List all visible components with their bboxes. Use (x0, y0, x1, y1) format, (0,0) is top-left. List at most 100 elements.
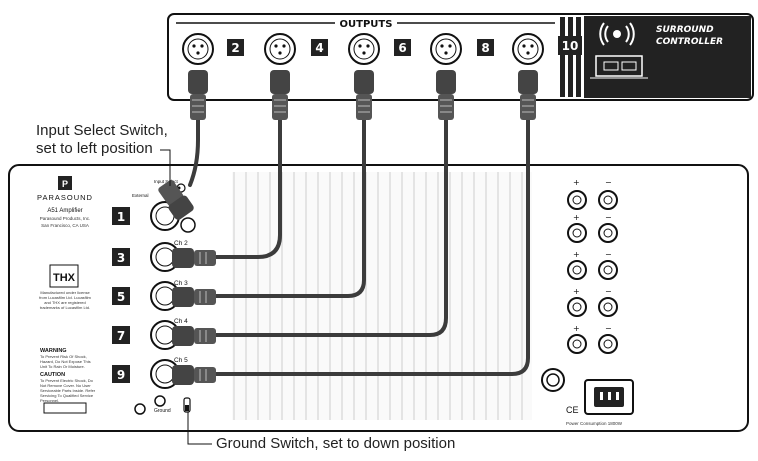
channel-badge: 3 (112, 248, 130, 266)
maker-line2: San Francisco, CA USA (41, 223, 89, 228)
ground-switch-callout: Ground Switch, set to down position (216, 435, 456, 452)
cable-7 (210, 118, 448, 337)
binding-post-pair (567, 223, 618, 243)
output-badge: 6 (394, 39, 411, 56)
amplifier: P PARASOUND A51 Amplifier Parasound Prod… (8, 164, 749, 432)
channel-badge: 1 (112, 207, 130, 225)
svg-text:External: External (132, 193, 149, 198)
input-select-callout-line2: set to left position (36, 140, 153, 157)
svg-text:+: + (573, 324, 580, 333)
channel-badge: 5 (112, 287, 130, 305)
svg-text:+: + (573, 178, 580, 187)
thx-caption: Manufactured under license from Lucasfil… (39, 290, 91, 310)
output-badge: 10 (558, 36, 582, 55)
xlr-plug (518, 70, 538, 120)
binding-post-pair (567, 297, 618, 317)
svg-text:9: 9 (117, 368, 125, 382)
input-jack (150, 281, 180, 311)
maker-line1: Parasound Products, Inc. (40, 216, 91, 221)
outputs-label: OUTPUTS (340, 19, 393, 30)
input-select-leader (160, 149, 171, 186)
binding-post-pair (567, 260, 618, 280)
channel-label: Ch 3 (174, 280, 188, 287)
svg-text:−: − (605, 178, 612, 187)
svg-text:10: 10 (562, 39, 579, 53)
warning-title: WARNING (40, 348, 67, 354)
svg-text:8: 8 (481, 41, 489, 55)
xlr-plug (354, 70, 374, 120)
svg-text:+: + (573, 250, 580, 259)
xlr-plug (158, 179, 194, 220)
model: A51 Amplifier (47, 208, 82, 214)
xlr-plug (172, 365, 216, 385)
serial-label (43, 402, 87, 414)
output-jack (264, 33, 296, 65)
warning-text: To Prevent Risk Of Shock, Hazard, Do Not… (40, 354, 91, 369)
caution-text: To Prevent Electric Shock, Do Not Remove… (40, 378, 96, 402)
xlr-plug (172, 326, 216, 346)
brand-line2: CONTROLLER (656, 37, 723, 47)
output-jack (182, 33, 214, 65)
ground-label: Ground (154, 408, 171, 414)
xlr-plug (270, 70, 290, 120)
brand-line1: SURROUND (656, 25, 714, 35)
xlr-plug (172, 287, 216, 307)
output-jack (348, 33, 380, 65)
controller-stripes (560, 17, 581, 97)
cable-3 (210, 118, 282, 259)
svg-text:−: − (605, 213, 612, 222)
channel-label: Ch 2 (174, 240, 188, 247)
svg-text:5: 5 (117, 290, 125, 304)
channel-label: Ch 5 (174, 357, 188, 364)
controller-brand-panel (584, 16, 751, 98)
ground-switch[interactable] (183, 397, 191, 413)
channel-badge: 9 (112, 365, 130, 383)
cable-1 (188, 118, 200, 187)
ce-mark: CE (566, 405, 579, 415)
svg-text:−: − (605, 250, 612, 259)
power-consumption: Power Consumption 1800W (566, 421, 623, 426)
channel-badge: 7 (112, 326, 130, 344)
ac-power-inlet (584, 379, 634, 415)
callout-leaders (160, 149, 212, 445)
cable-9 (210, 118, 530, 376)
trigger-jacks (134, 395, 166, 415)
xlr-cables (188, 118, 530, 376)
svg-text:Input Select: Input Select (154, 179, 179, 184)
svg-text:2: 2 (231, 41, 239, 55)
surround-logo-icon (599, 22, 635, 46)
xlr-plug (172, 248, 216, 268)
input-select-callout-line1: Input Select Switch, (36, 122, 168, 139)
surround-controller: OUTPUTS SURROUND CONTROLLER (167, 13, 754, 101)
svg-text:−: − (605, 287, 612, 296)
output-jack (430, 33, 462, 65)
svg-text:1: 1 (117, 210, 125, 224)
thx-logo-icon (49, 264, 79, 288)
output-jack (512, 33, 544, 65)
channel-label: Ch 4 (174, 318, 188, 325)
xlr-plug (188, 70, 208, 120)
output-badge: 2 (227, 39, 244, 56)
svg-text:P: P (62, 179, 68, 189)
controller-front-icon (590, 55, 648, 79)
binding-post-pair (567, 190, 618, 210)
svg-text:THX: THX (53, 272, 76, 284)
speaker-terminals: +− +− +− +− +− (567, 178, 618, 354)
cable-5 (210, 118, 366, 298)
brand: PARASOUND (37, 193, 93, 202)
input-jack-secondary (180, 217, 196, 233)
svg-text:4: 4 (315, 41, 323, 55)
svg-text:3: 3 (117, 251, 125, 265)
amp-label-panel: P PARASOUND A51 Amplifier Parasound Prod… (37, 176, 96, 414)
breaker (541, 368, 565, 392)
output-badge: 4 (311, 39, 328, 56)
output-badge: 8 (477, 39, 494, 56)
xlr-plug (436, 70, 456, 120)
svg-text:+: + (573, 287, 580, 296)
ground-switch-leader (187, 412, 212, 445)
svg-text:7: 7 (117, 329, 125, 343)
input-select-callout: Input Select Switch, set to left positio… (36, 122, 168, 158)
svg-text:−: − (605, 324, 612, 333)
svg-text:6: 6 (398, 41, 406, 55)
